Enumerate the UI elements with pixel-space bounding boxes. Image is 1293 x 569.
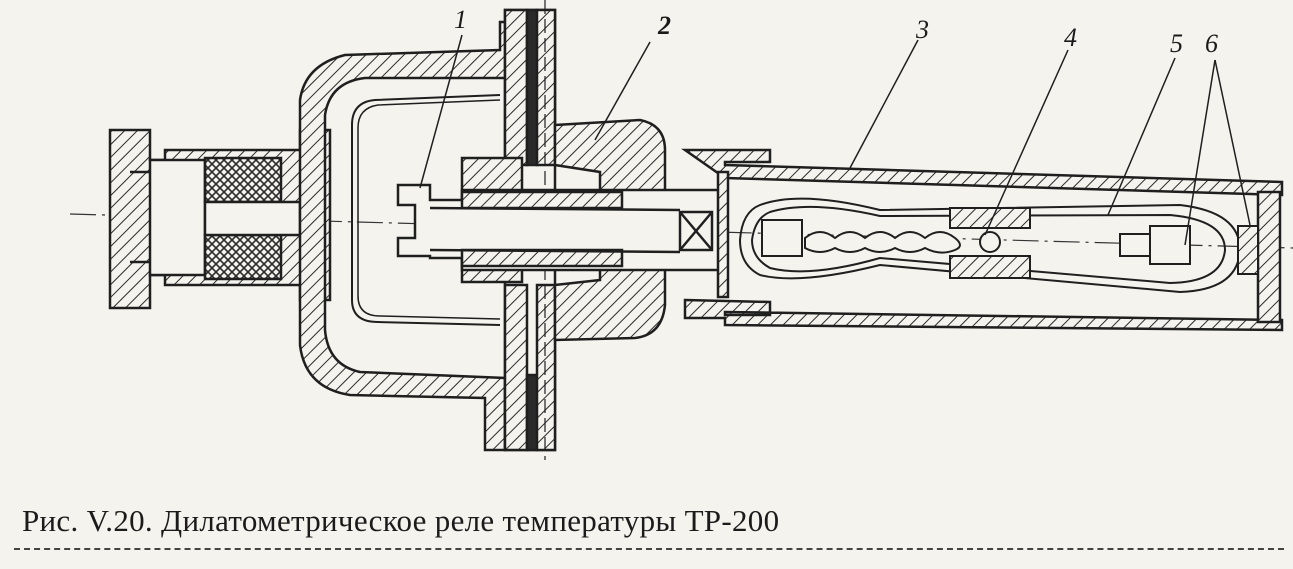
contact-rods bbox=[761, 207, 1259, 279]
caption-underline bbox=[14, 548, 1284, 550]
inner-wire bbox=[351, 94, 501, 326]
figure-caption: Рис. V.20. Дилатометрическое реле темпер… bbox=[22, 503, 780, 538]
quartz-tube bbox=[681, 148, 1284, 332]
callout-3: 3 bbox=[915, 15, 929, 44]
callout-4: 4 bbox=[1064, 23, 1077, 52]
callout-2: 2 bbox=[657, 11, 671, 40]
callout-5: 5 bbox=[1170, 29, 1183, 58]
adjusting-shaft bbox=[396, 183, 722, 272]
callout-1: 1 bbox=[454, 5, 467, 34]
leader-lines bbox=[419, 34, 1251, 246]
callout-6: 6 bbox=[1205, 29, 1218, 58]
relay-cross-section-drawing: 1 2 3 4 5 6 bbox=[69, 0, 1293, 460]
spring-frame bbox=[738, 197, 1242, 294]
left-flange bbox=[108, 128, 332, 310]
contact-point bbox=[979, 231, 1001, 253]
housing bbox=[298, 20, 527, 452]
